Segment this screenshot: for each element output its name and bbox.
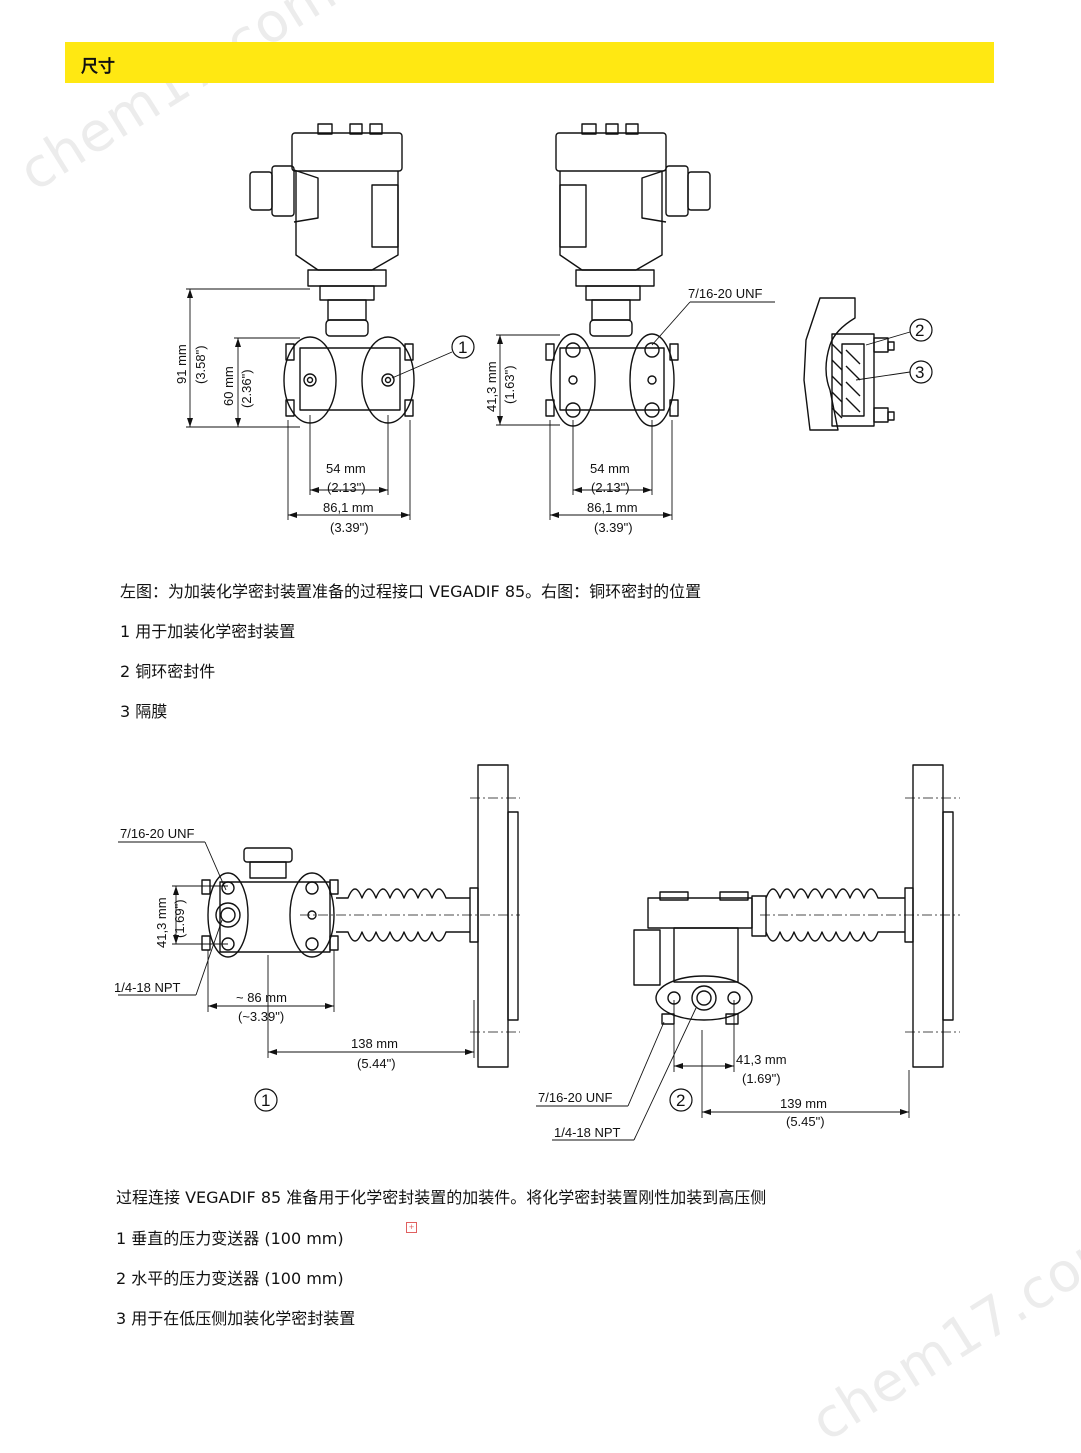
figure-2-item-1: 1 垂直的压力变送器 (100 mm) bbox=[116, 1229, 344, 1248]
dim-413-left: 41,3 mm bbox=[154, 897, 169, 948]
dim-138-in: (5.44") bbox=[357, 1056, 396, 1071]
dim-60mm: 60 mm bbox=[221, 366, 236, 406]
dim-413-right: 41,3 mm bbox=[736, 1052, 787, 1067]
figure-1-item-1: 1 用于加装化学密封装置 bbox=[120, 622, 296, 641]
dim-413in: (1.63") bbox=[502, 365, 517, 404]
dim-86-in: (~3.39") bbox=[238, 1009, 284, 1024]
thread-label-left: 7/16-20 UNF bbox=[120, 826, 194, 841]
dim-861b-in: (3.39") bbox=[594, 520, 633, 535]
callout-horizontal: 2 bbox=[676, 1091, 685, 1110]
dim-60in: (2.36") bbox=[239, 369, 254, 408]
dim-413-left-in: (1.69") bbox=[172, 899, 187, 938]
section-header-bar: 尺寸 bbox=[65, 42, 994, 83]
left-device-outline bbox=[249, 123, 415, 424]
callout-vertical: 1 bbox=[261, 1091, 270, 1110]
section-title: 尺寸 bbox=[81, 57, 115, 77]
callout-3: 3 bbox=[915, 363, 924, 382]
npt-label-left: 1/4-18 NPT bbox=[114, 980, 181, 995]
dim-86: ~ 86 mm bbox=[236, 990, 287, 1005]
callout-1: 1 bbox=[458, 338, 467, 357]
dim-413mm: 41,3 mm bbox=[484, 361, 499, 412]
figure-1-caption: 左图：为加装化学密封装置准备的过程接口 VEGADIF 85。右图：铜环密封的位… bbox=[120, 582, 702, 601]
dim-138: 138 mm bbox=[351, 1036, 398, 1051]
middle-device-outline bbox=[545, 123, 711, 427]
thread-label: 7/16-20 UNF bbox=[688, 286, 762, 301]
detail-copper-ring bbox=[803, 297, 895, 431]
figure-2-item-2: 2 水平的压力变送器 (100 mm) bbox=[116, 1269, 344, 1288]
figure-1-drawing: 91 mm (3.58") 60 mm (2.36") 41,3 mm (1.6… bbox=[174, 123, 933, 535]
dim-413-right-in: (1.69") bbox=[742, 1071, 781, 1086]
figure-2-caption: 过程连接 VEGADIF 85 准备用于化学密封装置的加装件。将化学密封装置刚性… bbox=[116, 1188, 767, 1207]
dim-861b: 86,1 mm bbox=[587, 500, 638, 515]
dim-861a-in: (3.39") bbox=[330, 520, 369, 535]
expand-icon[interactable]: + bbox=[406, 1222, 417, 1233]
dim-54b-in: (2.13") bbox=[591, 480, 630, 495]
vertical-transmitter-outline bbox=[201, 764, 519, 1068]
callout-2: 2 bbox=[915, 321, 924, 340]
dim-54a: 54 mm bbox=[326, 461, 366, 476]
thread-label-right: 7/16-20 UNF bbox=[538, 1090, 612, 1105]
figure-1-item-3: 3 隔膜 bbox=[120, 702, 168, 721]
dim-139-in: (5.45") bbox=[786, 1114, 825, 1129]
dim-861a: 86,1 mm bbox=[323, 500, 374, 515]
figure-1-item-2: 2 铜环密封件 bbox=[120, 662, 216, 681]
dim-54b: 54 mm bbox=[590, 461, 630, 476]
npt-label-right: 1/4-18 NPT bbox=[554, 1125, 621, 1140]
watermark-bottom: chem17.com bbox=[800, 1208, 1081, 1453]
horizontal-transmitter-outline bbox=[633, 764, 954, 1068]
dim-139: 139 mm bbox=[780, 1096, 827, 1111]
figure-2-drawing: 7/16-20 UNF 1/4-18 NPT 41,3 mm (1.69") ~… bbox=[114, 764, 960, 1141]
dim-91in: (3.58") bbox=[193, 345, 208, 384]
dim-91mm: 91 mm bbox=[174, 344, 189, 384]
dim-54a-in: (2.13") bbox=[327, 480, 366, 495]
figure-2-item-3: 3 用于在低压侧加装化学密封装置 bbox=[116, 1309, 356, 1328]
